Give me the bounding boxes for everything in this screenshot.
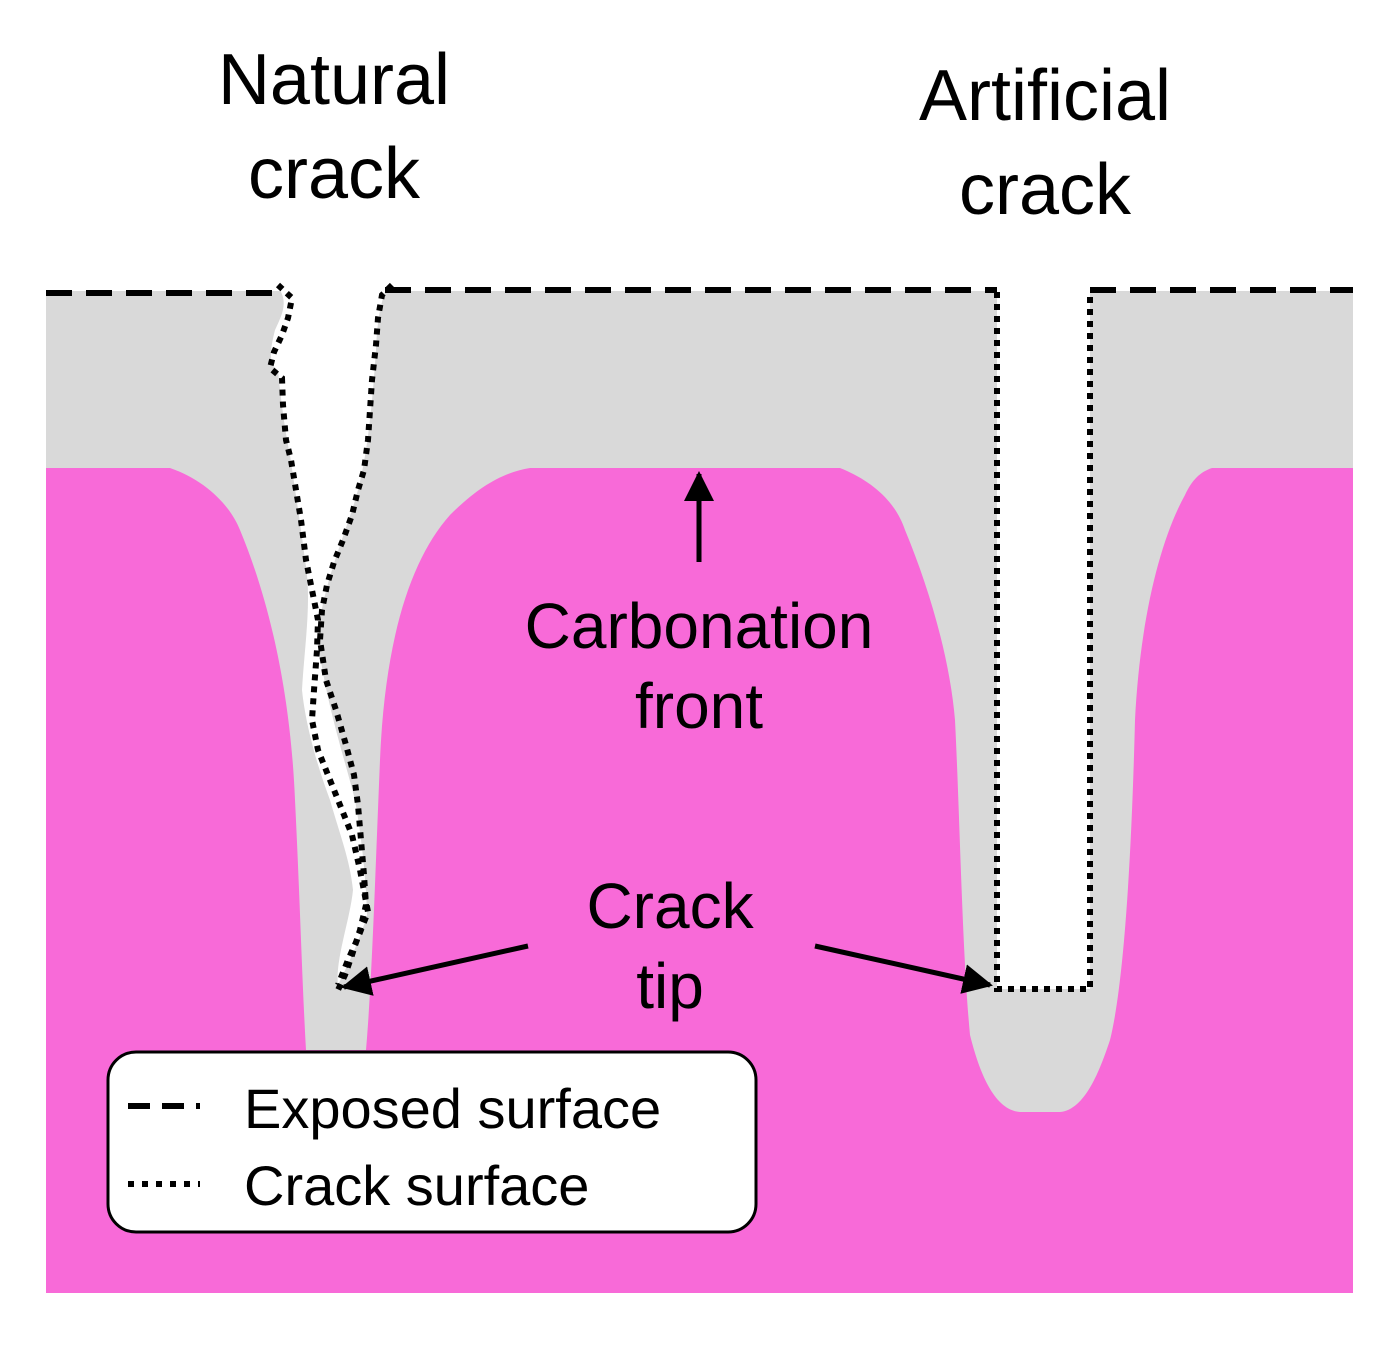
artificial-crack-surface: [994, 292, 1093, 992]
artificial-crack-label-line1: Artificial: [919, 56, 1171, 136]
legend-label-exposed-surface: Exposed surface: [244, 1077, 661, 1140]
artificial-crack-void: [997, 280, 1090, 989]
natural-crack-surface-right: [316, 282, 395, 992]
crack-surface-lines: [266, 282, 1093, 992]
carbonation-front-label-line2: front: [635, 670, 763, 742]
legend-box: [106, 1050, 758, 1234]
crack-tip-arrow-right: [814, 943, 993, 994]
natural-crack-label-line2: crack: [248, 134, 421, 214]
crack-tip-label-line1: Crack: [586, 870, 754, 942]
carbonation-front-label-line1: Carbonation: [525, 590, 874, 662]
legend-label-crack-surface: Crack surface: [244, 1154, 589, 1217]
crack-tip-arrow-left: [341, 943, 529, 996]
natural-crack-void: [270, 285, 388, 985]
natural-crack-label-line1: Natural: [218, 40, 450, 120]
exposed-surface-lines: [46, 287, 1353, 296]
legend: Exposed surface Crack surface: [106, 1050, 758, 1234]
artificial-crack-label-line2: crack: [959, 150, 1132, 230]
crack-tip-label-line2: tip: [636, 950, 704, 1022]
